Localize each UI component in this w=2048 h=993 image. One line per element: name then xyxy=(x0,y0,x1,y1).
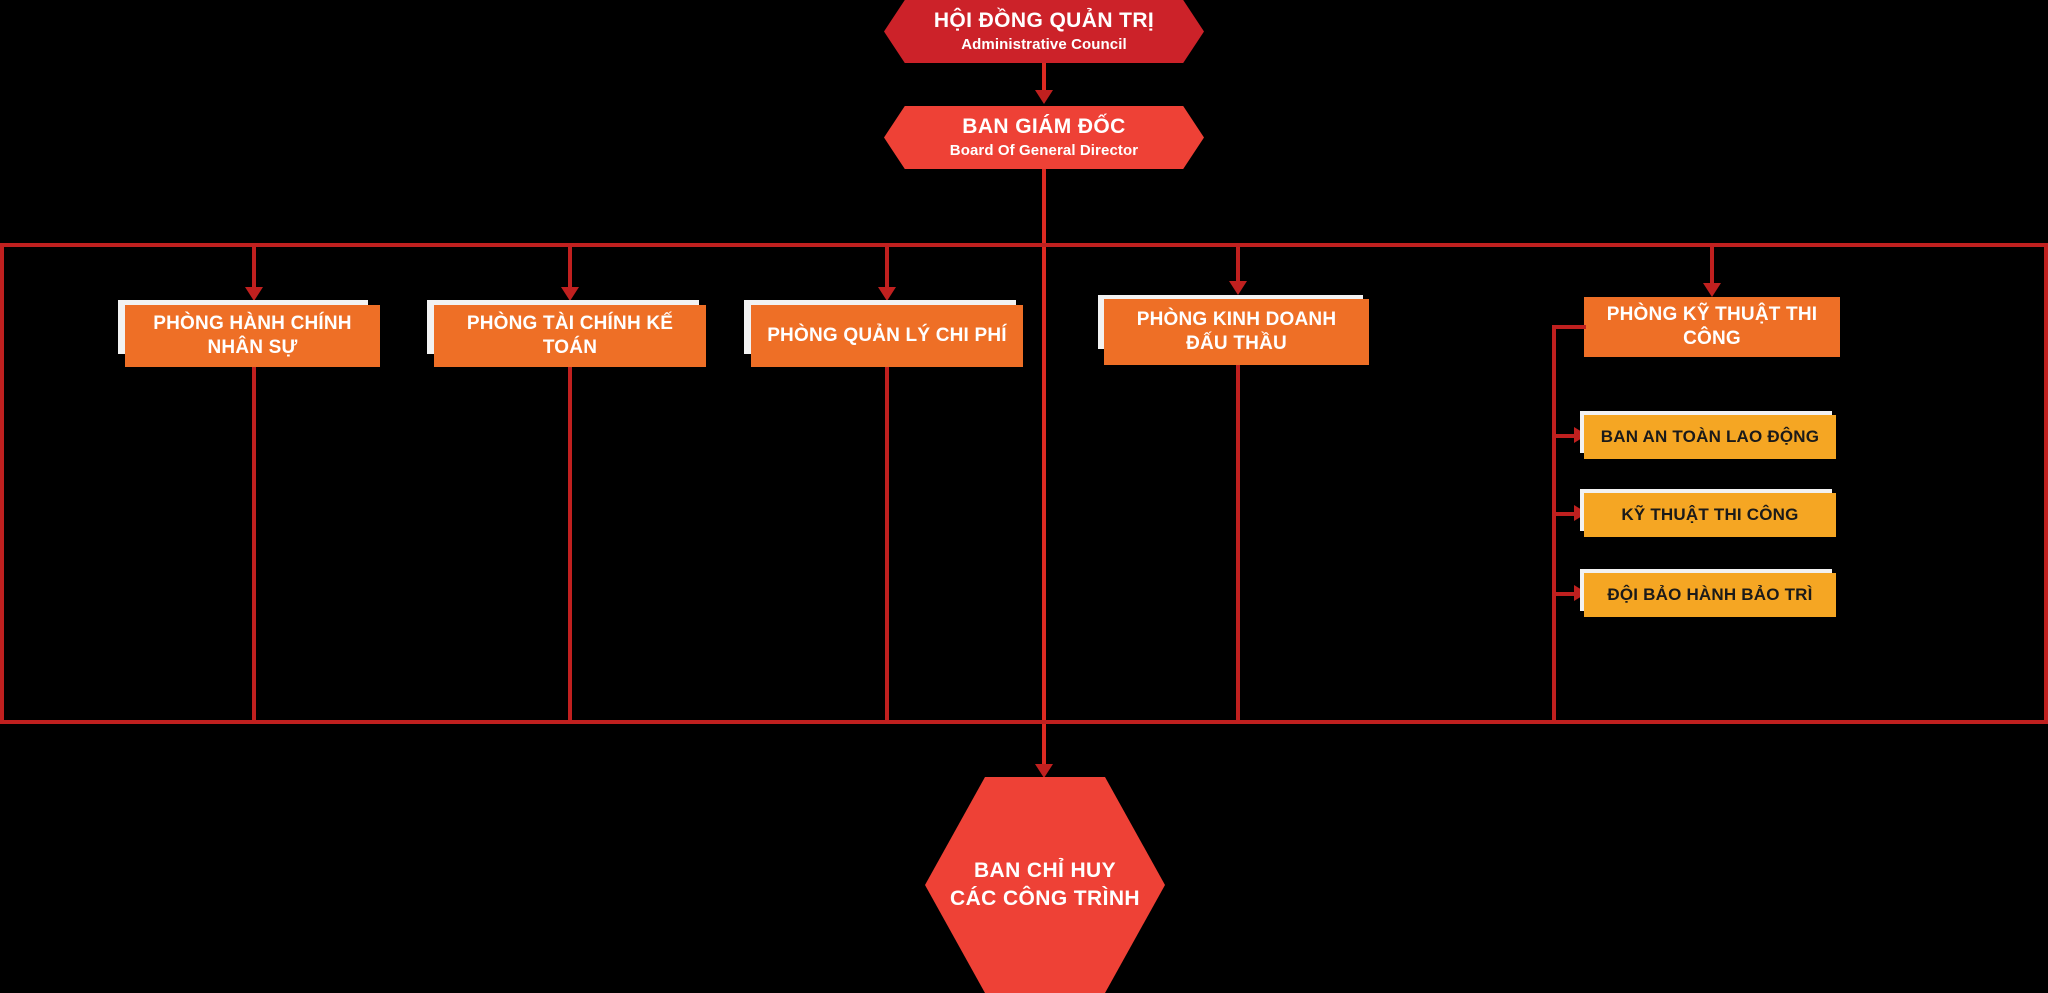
node-administrative-council[interactable]: HỘI ĐỒNG QUẢN TRỊ Administrative Council xyxy=(884,0,1204,63)
connector-team-riser xyxy=(1552,325,1556,722)
team-3-label: ĐỘI BẢO HÀNH BẢO TRÌ xyxy=(1607,585,1813,605)
connector-bus-to-dept-1 xyxy=(252,243,256,291)
dept-1-line2: NHÂN SỰ xyxy=(207,337,298,358)
arrowhead-spine-to-command xyxy=(1035,764,1053,778)
node-board-of-general-director[interactable]: BAN GIÁM ĐỐC Board Of General Director xyxy=(884,106,1204,169)
dept-box-phong-kinh-doanh-dau-thau[interactable]: PHÒNG KINH DOANH ĐẤU THẦU xyxy=(1104,299,1369,365)
team-box-ky-thuat-thi-cong[interactable]: KỸ THUẬT THI CÔNG xyxy=(1584,493,1836,537)
arrowhead-dept-4 xyxy=(1229,281,1247,295)
team-2-label: KỸ THUẬT THI CÔNG xyxy=(1621,505,1799,525)
connector-dept-4-to-bottom-bus xyxy=(1236,365,1240,722)
connector-council-to-director xyxy=(1042,63,1046,93)
connector-bus-to-dept-2 xyxy=(568,243,572,291)
connector-bus-to-dept-4 xyxy=(1236,243,1240,285)
arrowhead-dept-5 xyxy=(1703,283,1721,297)
dept-4-line2: ĐẤU THẦU xyxy=(1186,333,1287,354)
arrowhead-dept-1 xyxy=(245,287,263,301)
connector-dept-1-to-bottom-bus xyxy=(252,367,256,722)
rail-right-vertical xyxy=(2044,243,2048,724)
command-line1: BAN CHỈ HUY xyxy=(973,858,1117,882)
dept-box-phong-tai-chinh-ke-toan[interactable]: PHÒNG TÀI CHÍNH KẾ TOÁN xyxy=(434,305,706,367)
dept-box-phong-hanh-chinh-nhan-su[interactable]: PHÒNG HÀNH CHÍNH NHÂN SỰ xyxy=(125,305,380,367)
connector-director-spine xyxy=(1042,169,1046,768)
director-title: BAN GIÁM ĐỐC xyxy=(962,114,1126,138)
council-title: HỘI ĐỒNG QUẢN TRỊ xyxy=(933,8,1155,32)
dept-3-line1: PHÒNG QUẢN LÝ CHI PHÍ xyxy=(767,325,1007,347)
connector-bus-to-dept-3 xyxy=(885,243,889,291)
arrowhead-dept-2 xyxy=(561,287,579,301)
dept-box-phong-quan-ly-chi-phi[interactable]: PHÒNG QUẢN LÝ CHI PHÍ xyxy=(751,305,1023,367)
command-line2: CÁC CÔNG TRÌNH xyxy=(950,887,1140,910)
team-1-label: BAN AN TOÀN LAO ĐỘNG xyxy=(1600,427,1820,447)
council-subtitle: Administrative Council xyxy=(961,36,1127,54)
connector-riser-to-team-3 xyxy=(1552,592,1576,596)
connector-dept-3-to-bottom-bus xyxy=(885,367,889,722)
connector-bus-to-dept-5 xyxy=(1710,243,1714,287)
dept-box-phong-ky-thuat-thi-cong[interactable]: PHÒNG KỸ THUẬT THI CÔNG xyxy=(1584,297,1840,357)
team-box-doi-bao-hanh-bao-tri[interactable]: ĐỘI BẢO HÀNH BẢO TRÌ xyxy=(1584,573,1836,617)
connector-dept-5-stub xyxy=(1552,325,1586,329)
director-subtitle: Board Of General Director xyxy=(949,142,1139,160)
dept-4-line1: PHÒNG KINH DOANH xyxy=(1136,309,1337,331)
connector-riser-to-team-1 xyxy=(1552,434,1576,438)
bus-top-horizontal xyxy=(0,243,2048,247)
dept-1-line1: PHÒNG HÀNH CHÍNH xyxy=(153,313,352,335)
rail-left-vertical xyxy=(0,243,4,724)
arrowhead-council-to-director xyxy=(1035,90,1053,104)
node-ban-chi-huy-cac-cong-trinh[interactable]: BAN CHỈ HUY CÁC CÔNG TRÌNH xyxy=(925,777,1165,993)
connector-dept-2-to-bottom-bus xyxy=(568,367,572,722)
bus-bottom-horizontal xyxy=(0,720,2048,724)
connector-riser-to-team-2 xyxy=(1552,512,1576,516)
dept-2-line1: PHÒNG TÀI CHÍNH KẾ TOÁN xyxy=(466,313,674,358)
arrowhead-dept-3 xyxy=(878,287,896,301)
dept-5-line1: PHÒNG KỸ THUẬT THI CÔNG xyxy=(1606,304,1818,349)
team-box-ban-an-toan-lao-dong[interactable]: BAN AN TOÀN LAO ĐỘNG xyxy=(1584,415,1836,459)
